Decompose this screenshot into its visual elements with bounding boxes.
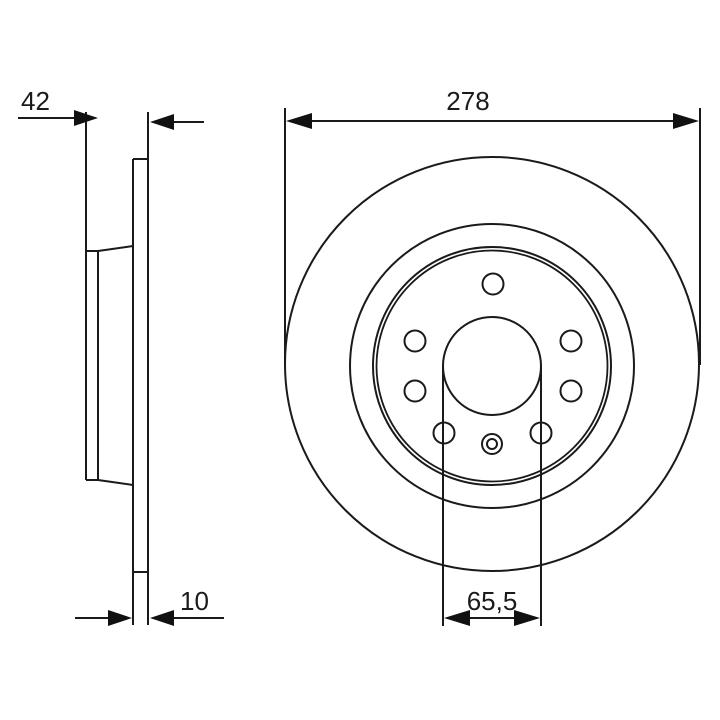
- friction-ring-inner-circle: [349, 223, 635, 509]
- disc-thickness-label: 10: [180, 586, 209, 616]
- hat-edge-inner-circle: [375, 249, 609, 483]
- dimension-hub-height: [18, 110, 204, 130]
- bolt-hole: [481, 272, 505, 296]
- dimension-centering-diameter: [444, 610, 540, 626]
- hat-edge-outer-circle: [372, 246, 612, 486]
- arrow-left-icon: [286, 113, 312, 129]
- arrow-left-icon: [150, 114, 174, 130]
- locating-hole-outer: [481, 433, 503, 455]
- outer-diameter-label: 278: [446, 86, 490, 116]
- arrow-right-icon: [673, 113, 699, 129]
- dimension-outer-diameter: [286, 113, 699, 129]
- locating-hole: [481, 433, 503, 455]
- side-view: [18, 110, 224, 626]
- arrow-right-icon: [74, 110, 98, 126]
- arrow-left-icon: [444, 610, 470, 626]
- hub-top-taper: [97, 245, 134, 252]
- locating-hole-inner: [486, 438, 498, 450]
- arrow-left-icon: [150, 610, 174, 626]
- dimension-disc-thickness: [75, 610, 224, 626]
- bolt-hole: [403, 379, 427, 403]
- arrow-right-icon: [514, 610, 540, 626]
- hub-bottom-taper: [97, 479, 134, 486]
- front-view: [284, 108, 701, 626]
- bolt-hole: [559, 379, 583, 403]
- center-bore-circle: [442, 316, 542, 416]
- bolt-holes: [403, 272, 583, 445]
- bolt-hole: [559, 329, 583, 353]
- hub-height-label: 42: [21, 86, 50, 116]
- outer-rim-circle: [284, 156, 700, 572]
- bolt-hole: [403, 329, 427, 353]
- arrow-right-icon: [108, 610, 132, 626]
- centering-diameter-label: 65,5: [466, 586, 518, 616]
